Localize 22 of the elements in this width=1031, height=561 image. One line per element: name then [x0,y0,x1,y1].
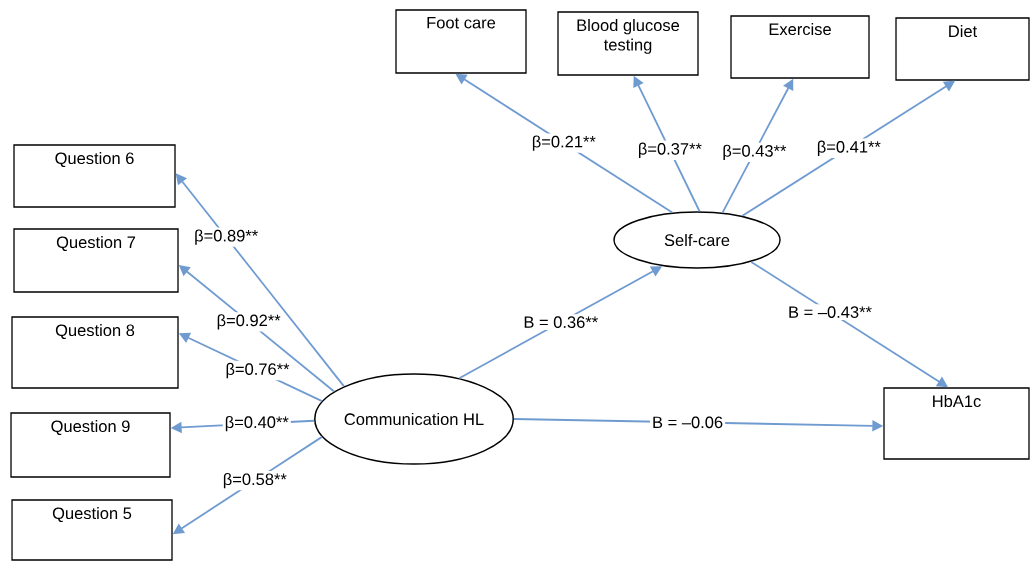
box: Question 9 [10,412,171,478]
box: Question 7 [13,228,179,293]
box: Foot care [395,9,527,74]
box: Question 6 [13,144,176,208]
edge-label: β=0.76** [226,362,290,379]
box: HbA1c [883,387,1030,460]
edge-label: β=0.43** [723,144,787,160]
edge-label: β=0.58** [223,473,287,489]
edge-label: β=0.92** [217,314,281,330]
box: Exercise [730,15,870,79]
box: Question 5 [11,499,173,561]
box: Diet [895,17,1030,81]
edge-label: B = 0.36** [524,316,598,328]
edge-label: B = –0.43** [789,306,872,318]
edge-label: β=0.37** [639,142,702,158]
edge-label: β=0.40** [225,415,289,432]
edge-label: β=0.21** [532,135,596,151]
edge-label: β=0.89** [195,229,258,245]
box: Blood glucose testing [557,11,699,76]
box: Question 8 [11,316,179,389]
edge-label: β=0.41** [817,140,881,156]
edge-label: B = –0.06 [653,416,723,429]
